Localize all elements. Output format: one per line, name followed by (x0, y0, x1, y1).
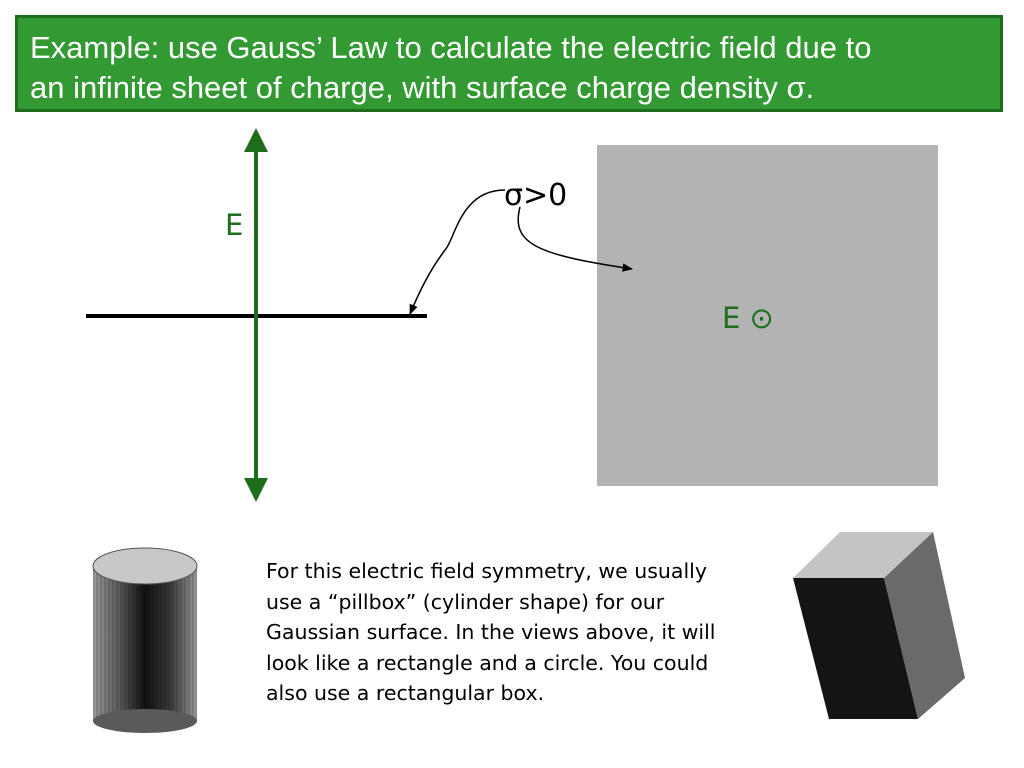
explanation-text: For this electric field symmetry, we usu… (266, 556, 786, 709)
explanation-line-2: use a “pillbox” (cylinder shape) for our (266, 589, 665, 614)
cylinder-shape (92, 547, 198, 733)
rectangular-box-shape (793, 532, 965, 719)
title-line-1: Example: use Gauss’ Law to calculate the… (30, 30, 872, 65)
explanation-line-4: look like a rectangle and a circle. You … (266, 650, 709, 675)
sigma-label: σ>0 (504, 178, 567, 213)
title-line-2: an infinite sheet of charge, with surfac… (30, 70, 815, 105)
explanation-line-3: Gaussian surface. In the views above, it… (266, 620, 716, 644)
pointer-arrow-to-edge (409, 189, 506, 315)
e-out-of-page-label: E ⊙ (722, 301, 774, 335)
sheet-face-view (597, 145, 938, 486)
explanation-line-5: also use a rectangular box. (266, 681, 545, 705)
explanation-line-1: For this electric field symmetry, we usu… (266, 559, 708, 583)
pointer-arrow-to-face (517, 206, 634, 272)
title-banner: Example: use Gauss’ Law to calculate the… (15, 15, 1003, 112)
e-axis-label: E (225, 208, 243, 242)
